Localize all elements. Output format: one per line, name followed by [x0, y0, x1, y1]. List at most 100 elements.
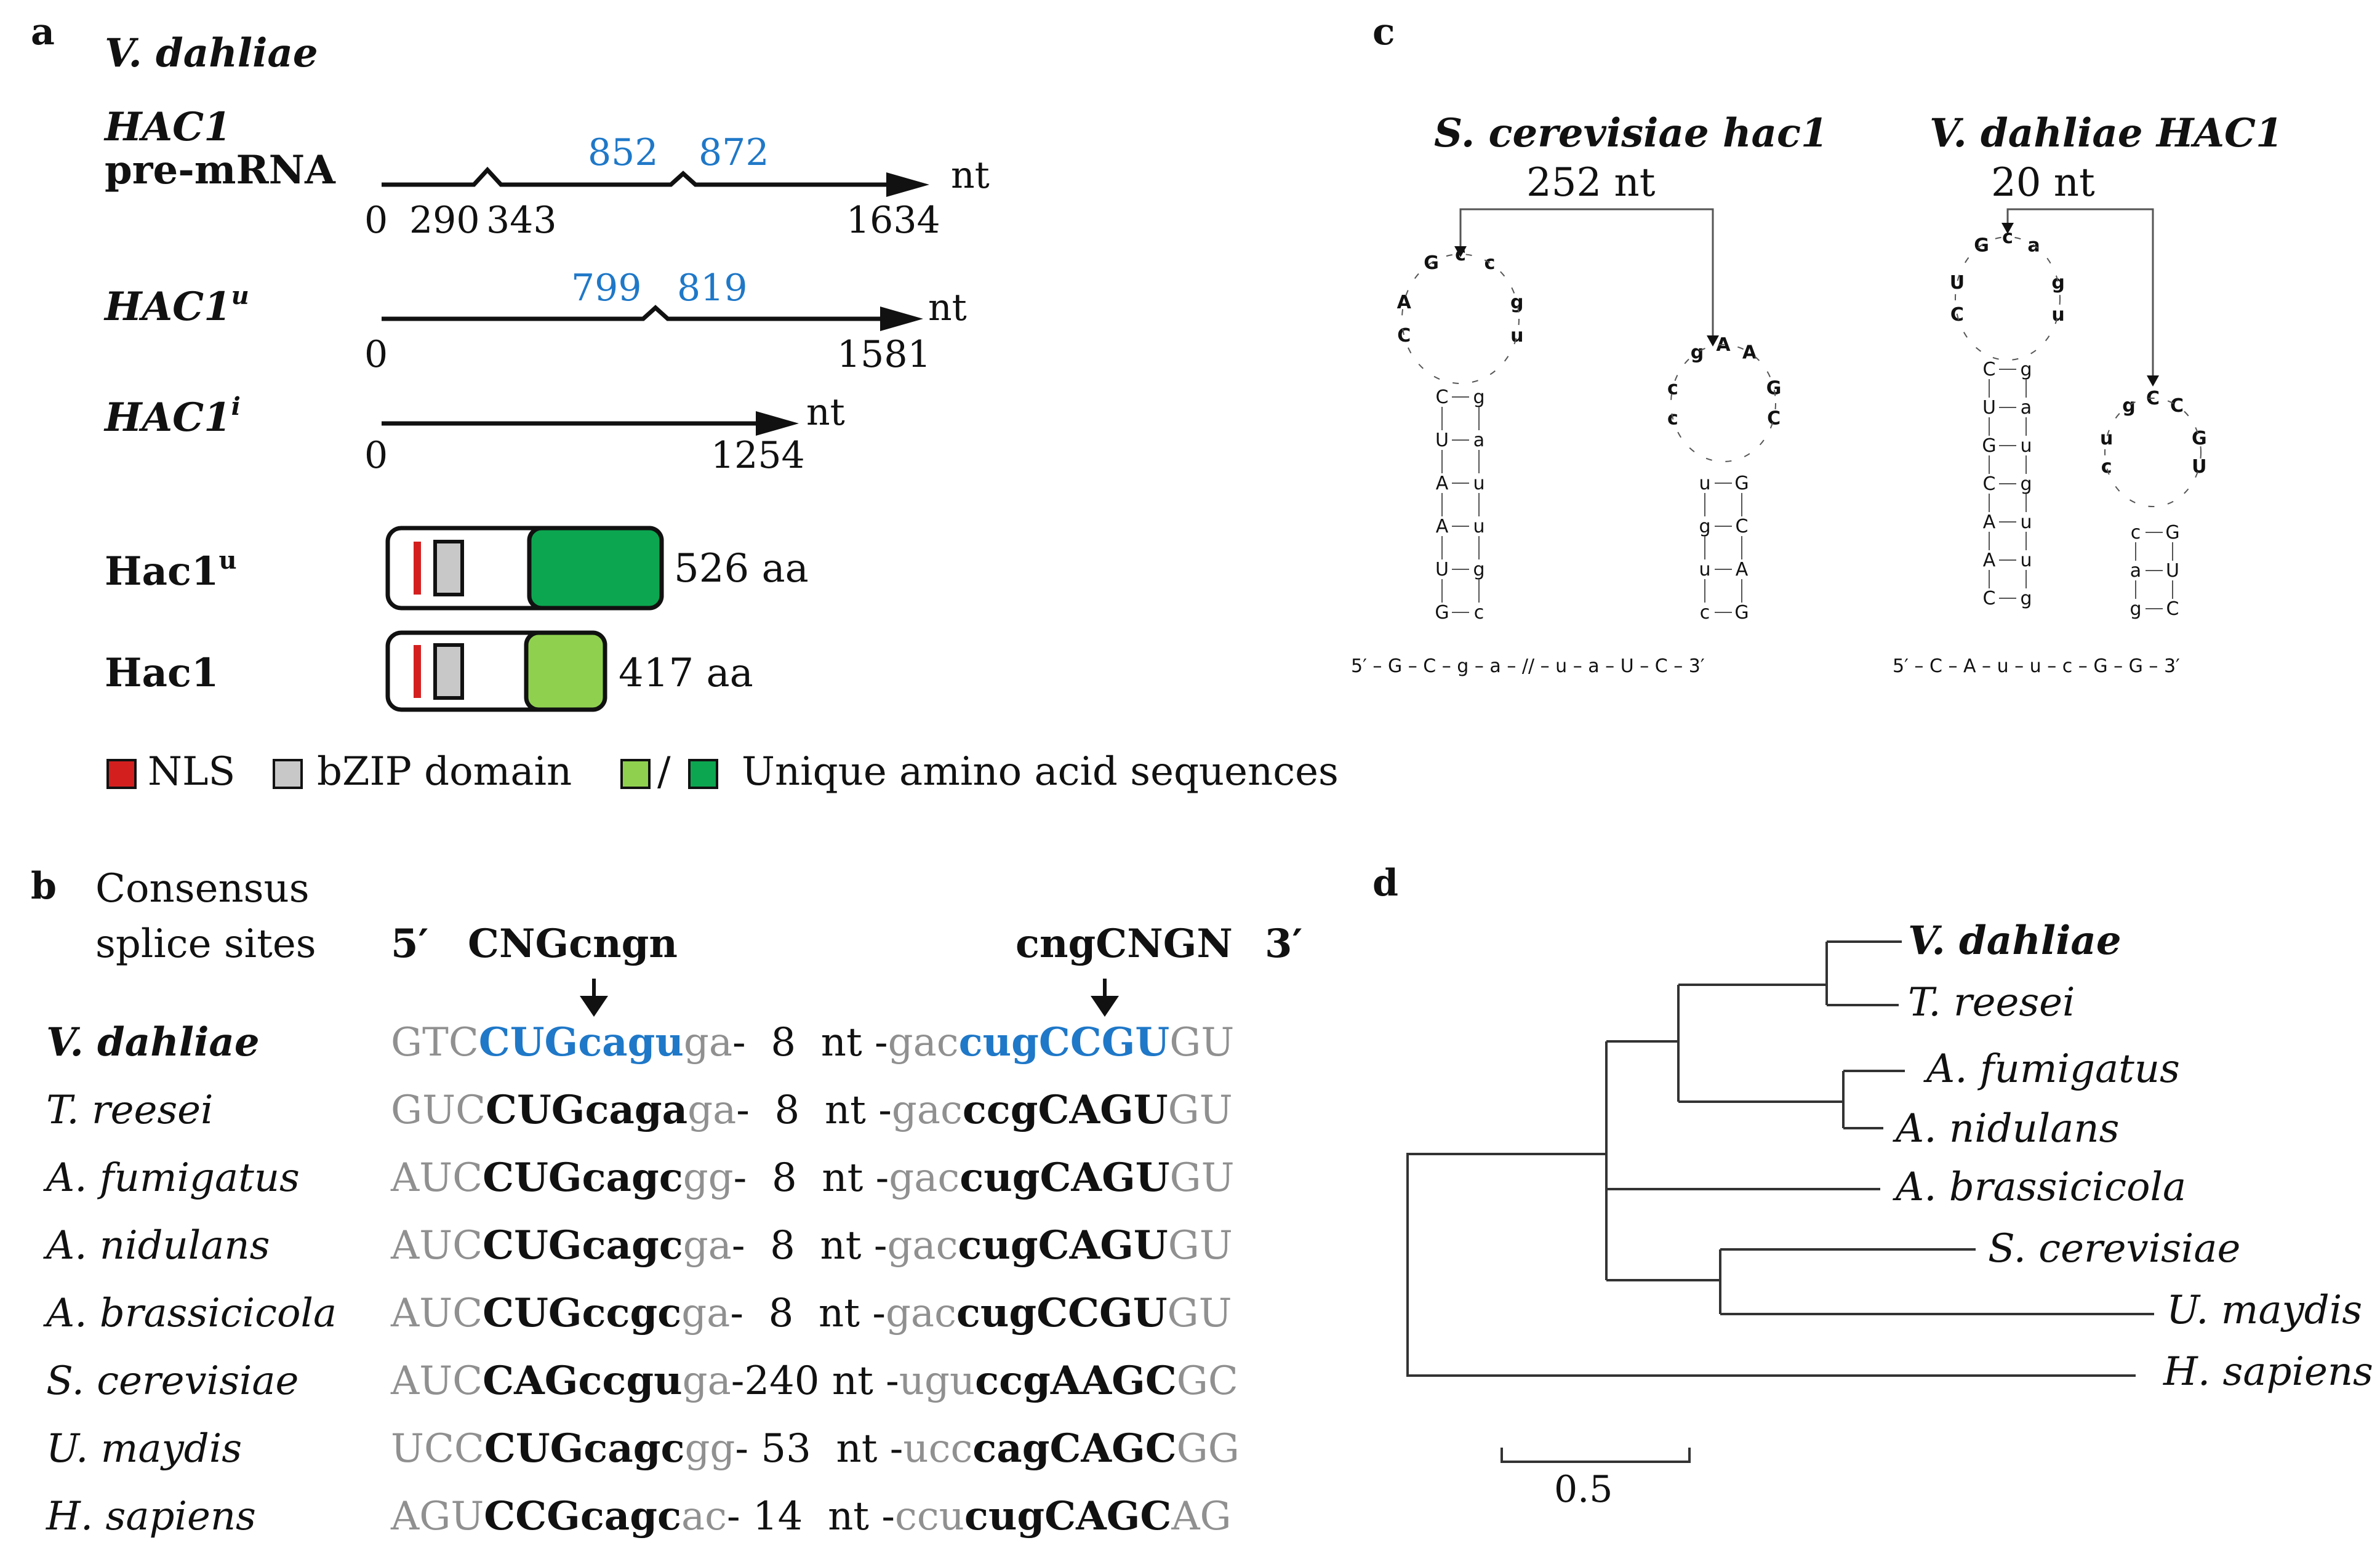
- vd-title: V. dahliae HAC1: [1929, 110, 2283, 156]
- pre-mrna-arrowhead: [886, 172, 929, 197]
- stem-base: C: [2166, 598, 2179, 620]
- alignment-species: H. sapiens: [46, 1494, 256, 1539]
- pre-mrna-gene: HAC1: [103, 104, 231, 150]
- alignment-seg-a: AUC: [390, 1291, 483, 1336]
- legend-slash: /: [657, 749, 671, 795]
- protein-hac1-length: 417 aa: [619, 651, 753, 696]
- alignment-seg-a: GTC: [391, 1020, 479, 1065]
- protein-hac1-nls: [414, 645, 421, 698]
- protein-hac1-label: Hac1: [105, 650, 218, 696]
- alignment-seg-b: CUGcagu: [479, 1019, 684, 1065]
- alignment-sequence: GUCCUGcagaga- 8 nt -gacccgCAGUGU: [391, 1087, 1233, 1133]
- loop-base: c: [2101, 456, 2112, 478]
- hac1u-arrowhead: [880, 307, 923, 331]
- alignment-seg-f: GU: [1168, 1088, 1233, 1133]
- alignment-seg-a: GUC: [391, 1088, 486, 1133]
- vd-length: 20 nt: [1991, 160, 2095, 206]
- alignment-seg-d: gac: [889, 1155, 960, 1201]
- alignment-seg-e: cugCCGU: [956, 1290, 1168, 1336]
- loop-base: g: [2051, 272, 2064, 294]
- protein-hac1-bzip: [433, 643, 464, 700]
- alignment-seg-e: ccgAAGC: [975, 1358, 1177, 1404]
- alignment-seg-e: cagCAGC: [972, 1425, 1176, 1472]
- hac1u-label: HAC1u: [103, 281, 249, 330]
- alignment-seg-a: AUC: [390, 1223, 483, 1268]
- stem-base: G: [1734, 602, 1749, 623]
- loop-base: C: [1397, 325, 1411, 347]
- panel-a-species: V. dahliae: [105, 30, 318, 76]
- alignment-seg-c: ga: [684, 1020, 732, 1065]
- stem-base: A: [1983, 550, 1996, 571]
- stem-base: c: [1700, 602, 1710, 623]
- panel-label-a: a: [31, 10, 55, 54]
- protein-hac1u-bzip: [433, 540, 464, 596]
- taxon-afumigatus: A. fumigatus: [1923, 1046, 2180, 1092]
- alignment-seg-c: ga: [687, 1088, 736, 1133]
- tree-branch-hsapiens: [1406, 1259, 2136, 1377]
- alignment-seg-e: ccgCAGU: [963, 1087, 1168, 1133]
- alignment-species: A. brassicicola: [43, 1291, 337, 1336]
- loop-base: c: [1667, 377, 1678, 399]
- legend-unique-label: Unique amino acid sequences: [742, 749, 1339, 795]
- stem-base: G: [1435, 602, 1449, 623]
- loop-base: g: [1691, 342, 1704, 364]
- alignment-sequence: AUCCUGccgcga- 8 nt -gaccugCCGUGU: [390, 1290, 1232, 1336]
- hac1u-tick-1581: 1581: [837, 333, 931, 376]
- stem-base: g: [2020, 473, 2032, 495]
- consensus-3-site: cngCNGN: [1016, 921, 1233, 967]
- alignment-seg-c: ga: [681, 1291, 730, 1336]
- stem-base: C: [1983, 588, 1996, 609]
- alignment-seg-b: CUGccgc: [483, 1290, 681, 1336]
- loop-base: u: [2051, 304, 2064, 326]
- taxon-vdahliae: V. dahliae: [1908, 918, 2122, 964]
- loop-backbone: [1401, 254, 1520, 384]
- alignment-seg-d: ccu: [895, 1494, 964, 1539]
- loop-base: c: [1455, 244, 1466, 265]
- stem-base: a: [2021, 397, 2032, 419]
- loop-base: U: [2192, 456, 2206, 478]
- stem-base: g: [2020, 359, 2032, 380]
- alignment-seg-c: ga: [683, 1358, 731, 1404]
- alignment-seg-d: gac: [887, 1223, 958, 1268]
- sc-connector-arrow-right: [1707, 335, 1719, 347]
- alignment-seg-len: -240 nt -: [731, 1358, 899, 1404]
- alignment-seg-d: gac: [892, 1088, 963, 1133]
- stem-base: a: [2130, 560, 2141, 582]
- legend-bzip-label: bZIP domain: [317, 749, 572, 795]
- consensus-5-site: CNGcngn: [468, 921, 678, 967]
- alignment-seg-f: GU: [1170, 1155, 1235, 1201]
- legend-nls-swatch: [106, 759, 137, 789]
- taxon-umaydis: U. maydis: [2166, 1288, 2362, 1333]
- alignment-species: T. reesei: [46, 1088, 214, 1133]
- alignment-seg-f: GU: [1168, 1223, 1233, 1268]
- loop-base: U: [1950, 272, 1965, 294]
- alignment-seg-len: - 53 nt -: [735, 1426, 903, 1472]
- alignment-species: A. fumigatus: [43, 1155, 300, 1201]
- loop-base: u: [2100, 428, 2113, 449]
- alignment-seg-a: AUC: [390, 1358, 483, 1404]
- alignment-seg-c: gg: [683, 1155, 734, 1201]
- consensus-title-line2: splice sites: [95, 921, 316, 967]
- stem-base: u: [1699, 559, 1710, 580]
- stem-base: A: [1736, 559, 1749, 580]
- consensus-title-line1: Consensus: [95, 866, 310, 912]
- stem-base: u: [2020, 550, 2032, 571]
- protein-hac1-unique: [524, 630, 607, 712]
- taxon-anidulans: A. nidulans: [1893, 1106, 2119, 1152]
- loop-base: A: [1742, 342, 1757, 364]
- hac1u-unit: nt: [928, 286, 967, 329]
- loop-base: g: [2122, 395, 2135, 417]
- sc-sequence-line: 5′ – G – C – g – a – // – u – a – U – C …: [1351, 655, 1705, 677]
- stem-base: u: [2020, 435, 2032, 457]
- sc-title: S. cerevisiae hac1: [1434, 110, 1828, 156]
- sc-connector: [1459, 208, 1714, 335]
- stem-base: G: [1982, 435, 1996, 457]
- stem-base: u: [2020, 511, 2032, 533]
- panel-label-d: d: [1372, 862, 1398, 905]
- vd-connector-arrow-right: [2147, 375, 2159, 387]
- alignment-seg-len: - 8 nt -: [736, 1088, 892, 1133]
- alignment-sequence: UCCCUGcagcgg- 53 nt -ucccagCAGCGG: [391, 1425, 1240, 1472]
- stem-base: G: [2165, 522, 2179, 543]
- loop-base: A: [1397, 292, 1412, 313]
